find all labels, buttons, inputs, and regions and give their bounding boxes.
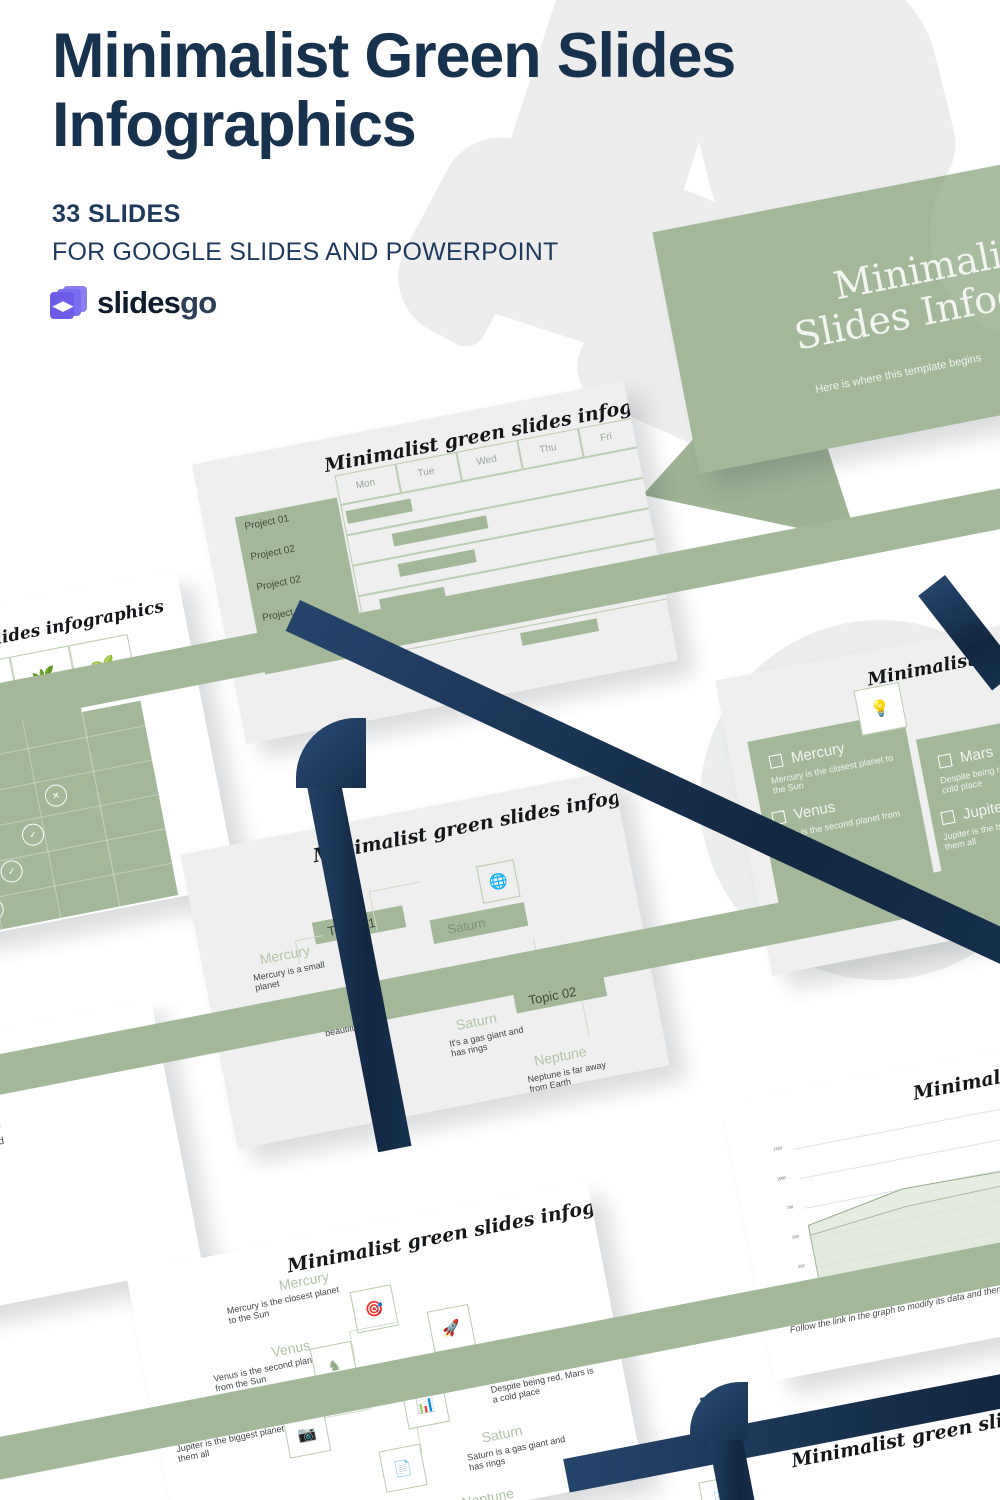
- slide-bottom-right-title: Minimalist green slides infographics: [789, 1376, 1000, 1473]
- compatibility-subtitle: FOR GOOGLE SLIDES AND POWERPOINT: [52, 238, 559, 266]
- gantt-col-label: Fri: [599, 431, 613, 445]
- page-title: Minimalist Green Slides Infographics: [52, 21, 882, 161]
- tree-leaf-name: Venus: [328, 989, 370, 1013]
- checkbox[interactable]: [768, 753, 784, 769]
- tree-connector: [486, 974, 493, 999]
- slide-chart[interactable]: Minimalis 1250 1000 750 500 250 0 Item 1…: [721, 1029, 1000, 1381]
- rocket-icon: 🚀: [426, 1303, 476, 1354]
- tree-connector: [532, 938, 544, 987]
- lamp-icon: 💡: [853, 681, 908, 736]
- planet-name: Mars: [499, 1356, 534, 1379]
- chart-area-plot: [807, 1171, 1000, 1297]
- slides-count: 33 SLIDES: [52, 200, 181, 228]
- globe-icon: 🌐: [476, 859, 521, 904]
- slide-checklist[interactable]: Minimalist green 💡 🌵 Mercury Mercury is …: [715, 604, 1000, 976]
- planter-icon: 🌱: [89, 654, 118, 681]
- planet-desc: Saturn is the ringed planet: [0, 1135, 6, 1163]
- slide-bottom-right-partial[interactable]: Minimalist green slides infographics 📄: [624, 1363, 1000, 1500]
- slidesgo-logo[interactable]: ◀▶ slidesgo: [50, 285, 217, 321]
- slide-tree[interactable]: Minimalist green slides infographics Top…: [180, 770, 670, 1150]
- slidesgo-wordmark: slidesgo: [97, 285, 217, 320]
- slide-cover-subtitle: Here is where this template begins: [814, 352, 983, 396]
- checkbox[interactable]: [940, 809, 956, 826]
- checkbox[interactable]: [937, 753, 953, 769]
- document-icon: 📄: [698, 1475, 746, 1500]
- slide-checklist-title: Minimalist green: [865, 636, 1000, 691]
- slide-planets-icons-title: Minimalist green slides infographics: [285, 1182, 645, 1278]
- presentation-icon: 📊: [400, 1380, 451, 1430]
- page-title-line1: Minimalist Green Slides: [52, 21, 736, 91]
- icon-connector: [324, 1408, 373, 1419]
- slide-gantt[interactable]: Minimalist green slides infographics Pro…: [191, 380, 679, 745]
- tree-connector: [581, 1000, 590, 1037]
- slide-tree-title: Minimalist green slides infographics: [311, 770, 670, 868]
- tree-connector: [368, 881, 421, 893]
- page-title-line2: Infographics: [52, 90, 417, 161]
- slide-planets-icons[interactable]: Minimalist green slides infographics Mer…: [125, 1182, 645, 1500]
- tree-connector: [360, 978, 395, 986]
- planet-name: Neptune: [460, 1484, 516, 1500]
- slidesgo-logomark-icon: ◀▶: [50, 286, 88, 320]
- planet-desc: Jupiter is the biggest planet of them al…: [175, 1421, 295, 1464]
- checkbox[interactable]: [771, 810, 787, 826]
- poster-header: Minimalist Green Slides Infographics 33 …: [0, 0, 1000, 350]
- left-right-arrow-icon: ◀▶: [53, 298, 73, 313]
- tree-connector: [353, 949, 362, 985]
